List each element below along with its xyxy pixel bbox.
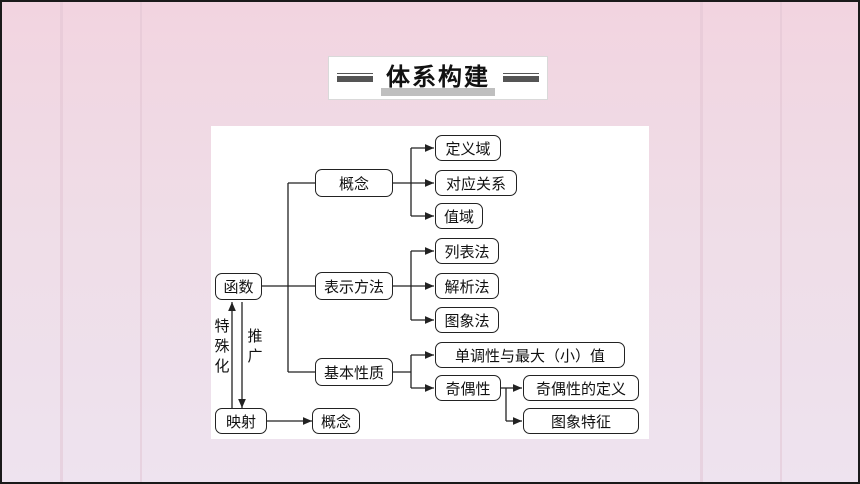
node-correspondence: 对应关系	[435, 170, 517, 196]
node-function: 函数	[215, 273, 262, 300]
background-decoration	[780, 0, 782, 484]
background-decoration	[700, 0, 703, 484]
title-right-bar	[503, 73, 539, 82]
title-left-bar	[337, 73, 373, 82]
node-parity-definition: 奇偶性的定义	[523, 375, 639, 401]
node-properties: 基本性质	[315, 358, 393, 386]
node-mapping: 映射	[215, 408, 267, 434]
section-title-text: 体系构建	[381, 60, 495, 96]
connector-lines	[228, 144, 522, 425]
node-range: 值域	[435, 203, 483, 229]
node-concept: 概念	[315, 169, 393, 197]
node-parity: 奇偶性	[435, 375, 501, 401]
section-title: 体系构建	[328, 56, 548, 100]
node-list-method: 列表法	[435, 238, 499, 264]
node-graph-method: 图象法	[435, 307, 499, 333]
label-generalization: 推广	[247, 327, 263, 365]
background-decoration	[140, 0, 142, 484]
node-graph-feature: 图象特征	[523, 408, 639, 434]
concept-map: 函数 概念 表示方法 基本性质 定义域 对应关系 值域 列表法 解析法 图象法 …	[211, 126, 649, 439]
node-analytic-method: 解析法	[435, 273, 499, 299]
label-specialization: 特殊化	[214, 317, 230, 375]
background-decoration	[60, 0, 63, 484]
node-representation: 表示方法	[315, 272, 393, 300]
node-domain: 定义域	[435, 135, 501, 161]
node-mapping-concept: 概念	[312, 408, 360, 434]
node-monotonicity: 单调性与最大（小）值	[435, 342, 625, 368]
